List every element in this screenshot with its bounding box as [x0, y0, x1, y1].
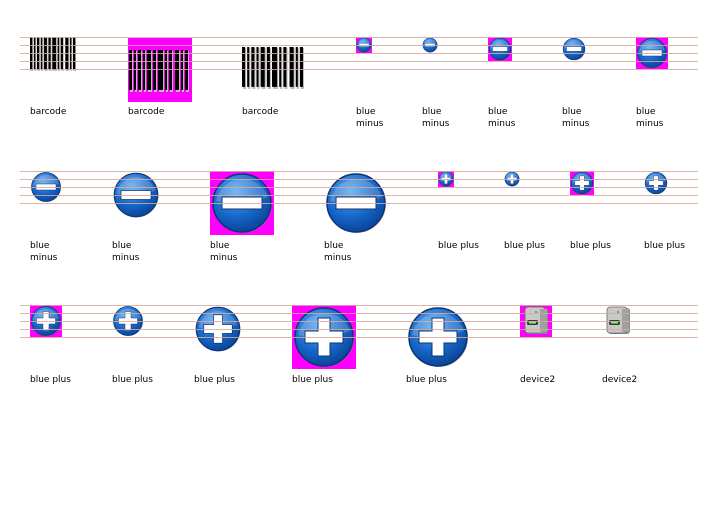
guide-line	[20, 329, 698, 330]
guide-line	[20, 337, 698, 338]
icon-label: blue minus	[636, 107, 664, 129]
barcode-icon	[242, 47, 304, 89]
guide-line	[20, 69, 698, 70]
barcode-icon	[30, 37, 76, 71]
icon-label: blue minus	[488, 107, 516, 129]
icon-label: blue minus	[324, 241, 352, 263]
barcode-icon	[128, 38, 192, 102]
guide-line	[20, 203, 698, 204]
guide-line	[20, 45, 698, 46]
icon-label: blue minus	[112, 241, 140, 263]
icon-label: blue plus	[504, 241, 545, 251]
icon-label: blue plus	[570, 241, 611, 251]
icon-label: barcode	[128, 107, 165, 117]
icon-label: blue plus	[438, 241, 479, 251]
guide-line	[20, 195, 698, 196]
icon-label: barcode	[242, 107, 279, 117]
blue-plus-icon	[644, 171, 668, 195]
icon-label: blue plus	[194, 375, 235, 385]
icon-label: blue minus	[356, 107, 384, 129]
blue-minus-icon	[488, 37, 512, 61]
guide-line	[20, 305, 698, 306]
blue-minus-icon	[562, 37, 586, 61]
icon-label: blue plus	[406, 375, 447, 385]
icon-label: device2	[520, 375, 556, 385]
guide-line	[20, 179, 698, 180]
icon-label: blue plus	[644, 241, 685, 251]
icon-label: blue plus	[30, 375, 71, 385]
guide-line	[20, 61, 698, 62]
icon-label: blue minus	[422, 107, 450, 129]
guide-line	[20, 187, 698, 188]
icon-label: blue plus	[292, 375, 333, 385]
icon-label: blue minus	[562, 107, 590, 129]
icon-label: blue minus	[30, 241, 58, 263]
guide-line	[20, 37, 698, 38]
guide-line	[20, 321, 698, 322]
icon-label: device2	[602, 375, 638, 385]
blue-plus-icon	[570, 171, 594, 195]
guide-line	[20, 171, 698, 172]
icon-label: blue minus	[210, 241, 238, 263]
guide-line	[20, 313, 698, 314]
icon-label: blue plus	[112, 375, 153, 385]
guide-line	[20, 53, 698, 54]
icon-label: barcode	[30, 107, 67, 117]
